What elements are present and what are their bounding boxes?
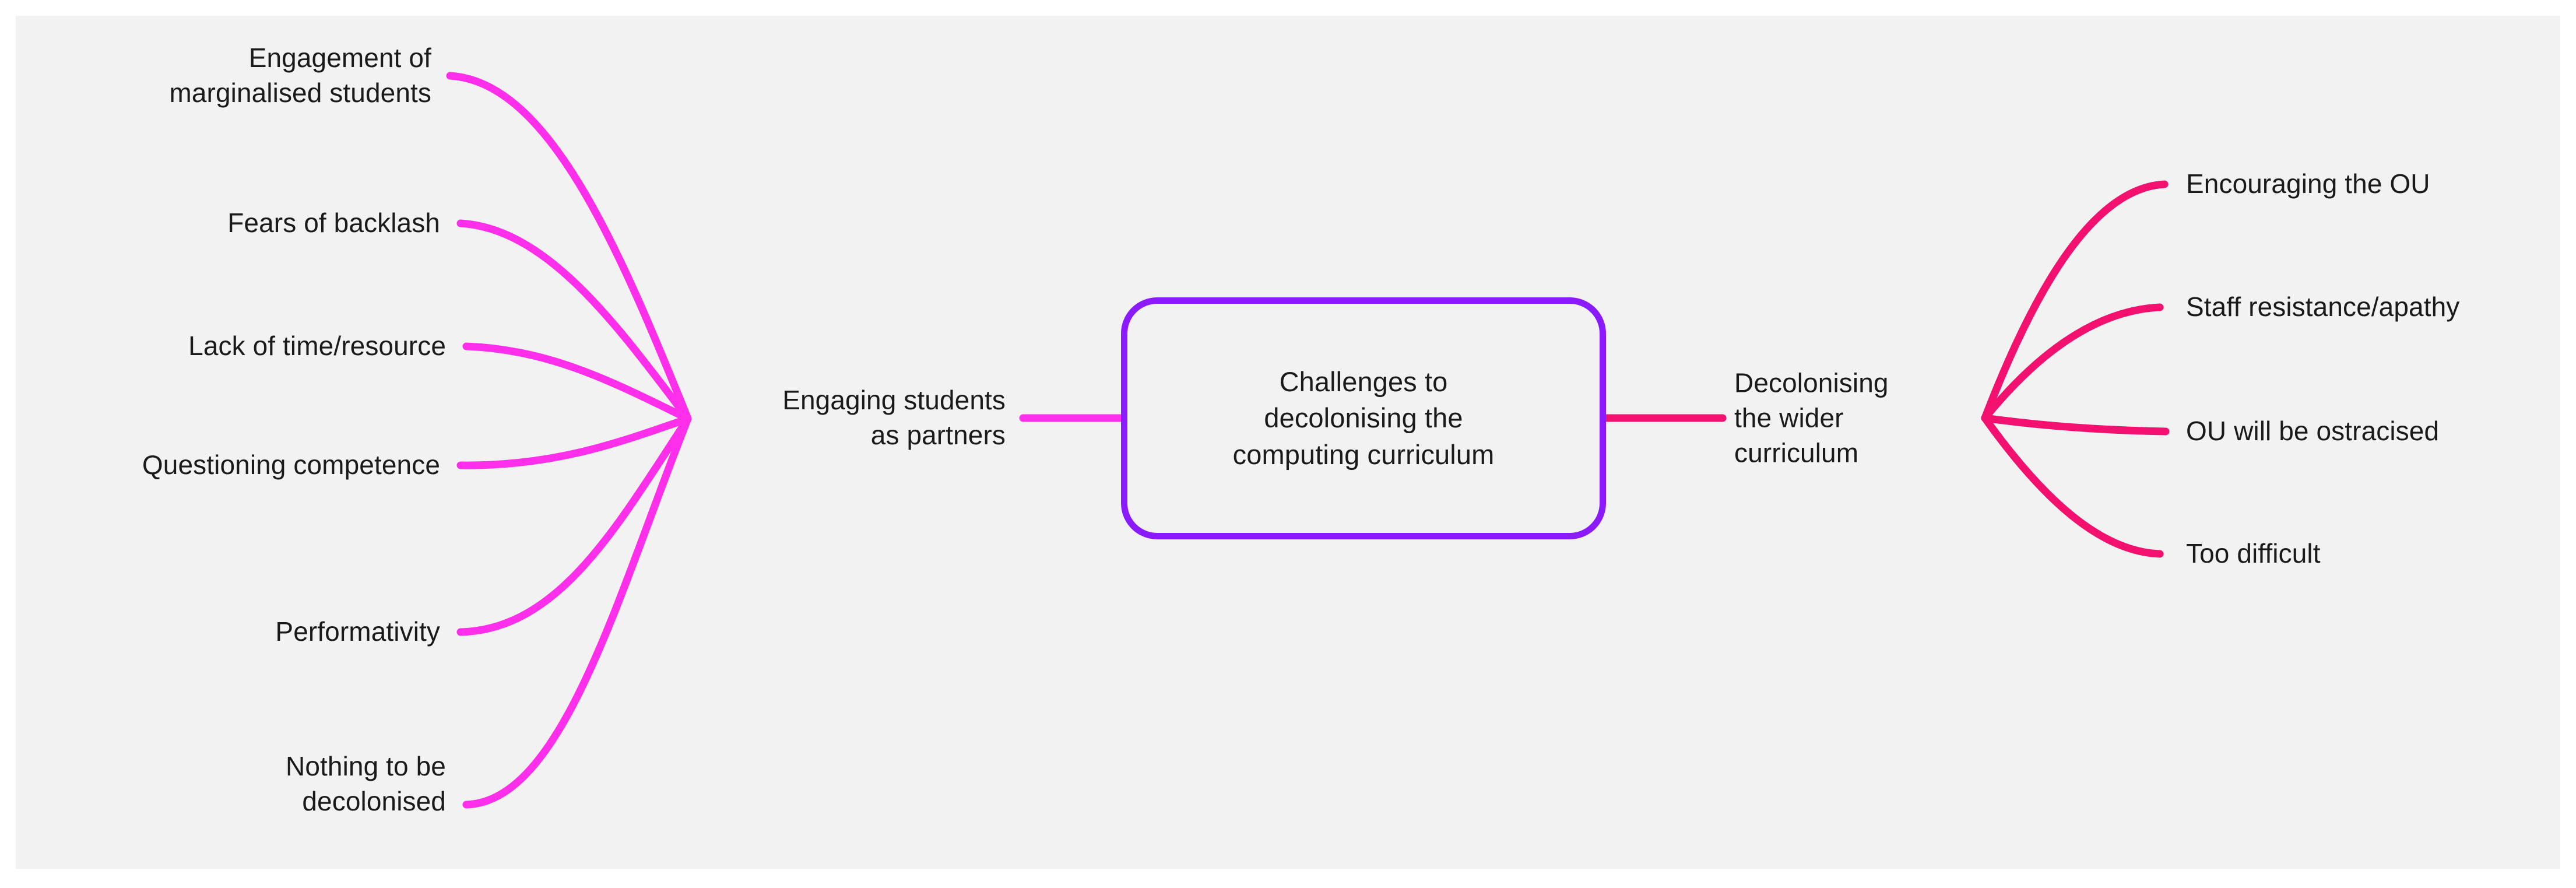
branch-label-decolonising-the-wider-curriculum[interactable]: Decolonising the wider curriculum (1734, 367, 1889, 468)
branch-label-engaging-students-as-partners[interactable]: Engaging students as partners (782, 385, 1006, 450)
leaf-label-encouraging-the-ou[interactable]: Encouraging the OU (2186, 169, 2430, 199)
leaf-label-performativity[interactable]: Performativity (275, 616, 440, 647)
leaf-label-too-difficult[interactable]: Too difficult (2186, 538, 2321, 569)
leaf-label-lack-of-time-resource[interactable]: Lack of time/resource (188, 331, 446, 361)
leaf-label-staff-resistance-apathy[interactable]: Staff resistance/apathy (2186, 292, 2460, 322)
leaf-label-questioning-competence[interactable]: Questioning competence (142, 450, 440, 480)
central-node[interactable]: Challenges to decolonising the computing… (1121, 297, 1606, 539)
leaf-label-fears-of-backlash[interactable]: Fears of backlash (227, 208, 440, 238)
leaf-label-ou-will-be-ostracised[interactable]: OU will be ostracised (2186, 416, 2440, 447)
leaf-label-engagement-of-marginalised-students[interactable]: Engagement of marginalised students (169, 43, 431, 108)
central-node-label: Challenges to decolonising the computing… (1232, 366, 1495, 470)
leaf-label-nothing-to-be-decolonised[interactable]: Nothing to be decolonised (286, 751, 446, 816)
